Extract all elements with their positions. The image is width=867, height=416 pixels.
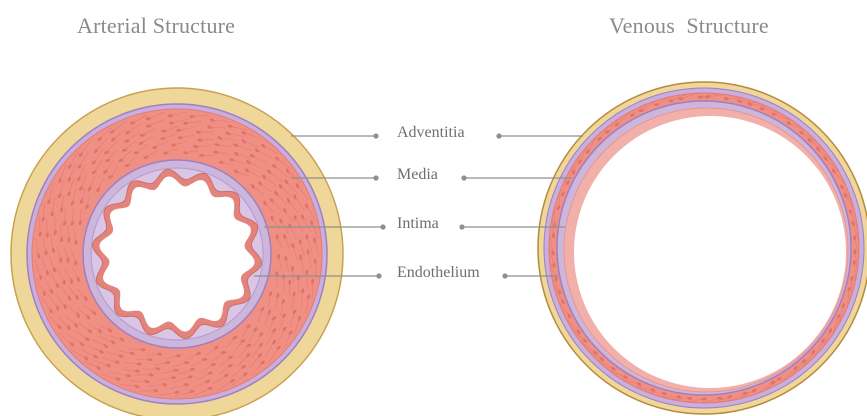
label-media: Media	[397, 166, 438, 183]
dot-intima-left	[380, 224, 385, 229]
leader-dots	[373, 133, 507, 278]
dot-adventitia-left	[373, 133, 378, 138]
dot-adventitia-right	[496, 133, 501, 138]
dot-endothelium-right	[502, 273, 507, 278]
dot-media-left	[373, 175, 378, 180]
label-endothelium: Endothelium	[397, 264, 480, 281]
label-intima: Intima	[397, 215, 439, 232]
venous-cross-section	[538, 82, 867, 414]
dot-intima-right	[459, 224, 464, 229]
dot-endothelium-left	[376, 273, 381, 278]
dot-media-right	[461, 175, 466, 180]
arterial-cross-section	[11, 88, 343, 416]
vein-lumen	[574, 116, 846, 388]
label-adventitia: Adventitia	[397, 124, 465, 141]
